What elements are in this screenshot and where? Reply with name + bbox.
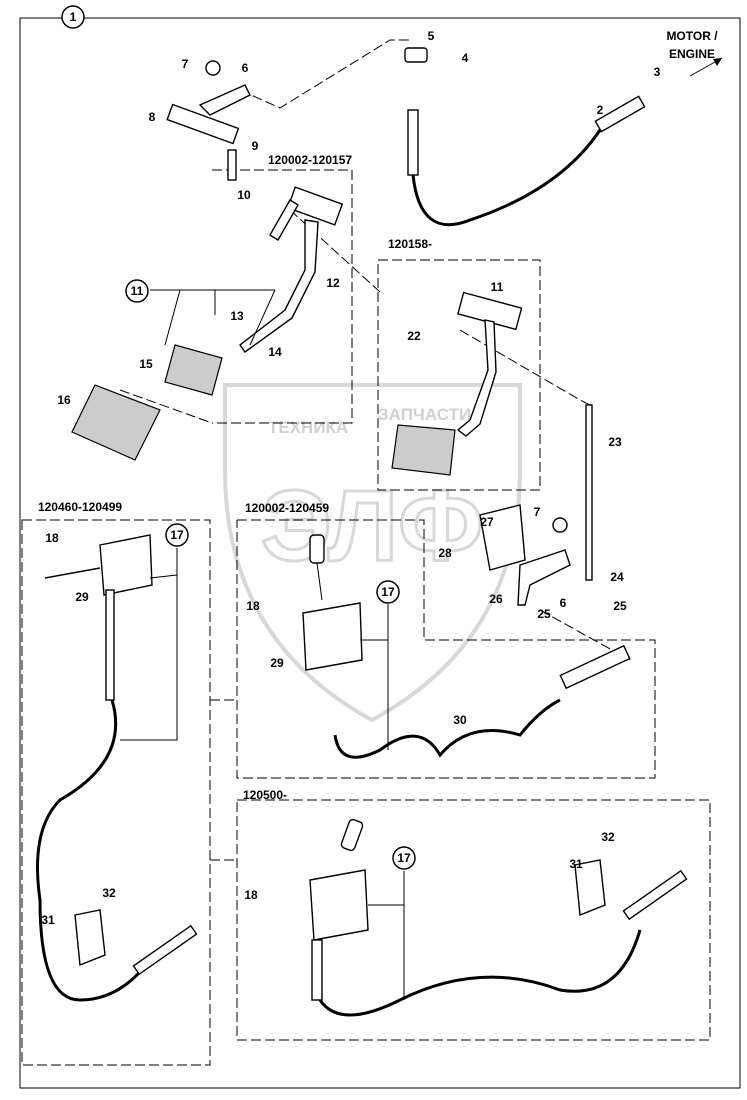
part-callout-14: 14 bbox=[268, 345, 282, 359]
motor-engine-label: ENGINE bbox=[669, 47, 715, 61]
part-callout-25: 25 bbox=[537, 607, 551, 621]
part-callout-29: 29 bbox=[75, 590, 89, 604]
part-callout-6: 6 bbox=[242, 61, 249, 75]
part-pedal-shaft bbox=[166, 60, 251, 181]
part-callout-2: 2 bbox=[597, 103, 604, 117]
part-callout-32: 32 bbox=[102, 886, 116, 900]
motor-engine-label: MOTOR / bbox=[666, 29, 718, 43]
part-callout-24: 24 bbox=[610, 570, 624, 584]
part-callout-23: 23 bbox=[608, 435, 622, 449]
watermark-logo-text: ЭЛФ bbox=[261, 470, 484, 582]
part-callout-32: 32 bbox=[601, 830, 615, 844]
part-lever-29-left bbox=[36, 534, 198, 1002]
leader-17-bottom bbox=[368, 871, 405, 1000]
group-box-120460-120499 bbox=[21, 519, 211, 1066]
part-callout-27: 27 bbox=[480, 515, 494, 529]
group-box-120002-120459 bbox=[236, 519, 656, 779]
arrow-head-icon bbox=[713, 58, 722, 66]
part-callout-7: 7 bbox=[534, 505, 541, 519]
group-box-120500 bbox=[236, 799, 711, 1041]
part-callout-3: 3 bbox=[654, 65, 661, 79]
circled-callout-label: 17 bbox=[170, 528, 184, 542]
part-callout-5: 5 bbox=[428, 29, 435, 43]
callout-circle bbox=[392, 846, 416, 870]
part-callout-7: 7 bbox=[182, 57, 189, 71]
callout-circle bbox=[165, 523, 189, 547]
connection-line bbox=[239, 39, 410, 109]
watermark-text-right: ЗАПЧАСТИ bbox=[378, 405, 471, 424]
serial-range-label: 120002-120459 bbox=[245, 501, 329, 515]
part-callout-22: 22 bbox=[407, 329, 421, 343]
part-callout-16: 16 bbox=[57, 393, 71, 407]
part-callout-13: 13 bbox=[230, 309, 244, 323]
circled-callout-label: 17 bbox=[397, 851, 411, 865]
outer-frame bbox=[19, 17, 741, 1089]
part-bracket-26 bbox=[479, 504, 571, 606]
leader-17-left bbox=[120, 548, 178, 741]
leader-11 bbox=[150, 289, 276, 346]
serial-range-label: 120158- bbox=[388, 237, 432, 251]
connection-line bbox=[119, 389, 213, 424]
part-callout-6: 6 bbox=[560, 596, 567, 610]
circled-callout-label: 1 bbox=[70, 10, 77, 24]
part-lever-29-middle bbox=[302, 534, 631, 759]
group-box-120002-120157 bbox=[212, 169, 353, 424]
part-callout-30: 30 bbox=[453, 713, 467, 727]
part-pedal-11 bbox=[391, 291, 523, 476]
part-callout-29: 29 bbox=[270, 656, 284, 670]
circled-callout-label: 17 bbox=[381, 585, 395, 599]
part-lever-120500 bbox=[309, 818, 688, 1017]
part-callout-15: 15 bbox=[139, 357, 153, 371]
part-callout-26: 26 bbox=[489, 592, 503, 606]
part-callout-18: 18 bbox=[244, 888, 258, 902]
callout-circle bbox=[125, 279, 149, 303]
part-callout-31: 31 bbox=[41, 913, 55, 927]
part-callout-8: 8 bbox=[149, 110, 156, 124]
part-callout-25: 25 bbox=[613, 599, 627, 613]
part-pad-15 bbox=[164, 344, 223, 396]
part-callout-4: 4 bbox=[462, 51, 469, 65]
part-rod-23 bbox=[585, 404, 593, 581]
part-callout-9: 9 bbox=[252, 139, 259, 153]
part-callout-11: 11 bbox=[491, 280, 504, 294]
watermark-logo: ТЕХНИКА ЗАПЧАСТИ ЭЛФ bbox=[223, 383, 522, 723]
watermark-text-left: ТЕХНИКА bbox=[268, 418, 348, 437]
part-callout-31: 31 bbox=[569, 857, 583, 871]
part-callout-12: 12 bbox=[326, 276, 340, 290]
part-cable-2 bbox=[404, 47, 646, 227]
serial-range-label: 120460-120499 bbox=[38, 500, 122, 514]
part-pad-16 bbox=[71, 384, 161, 461]
connection-line bbox=[459, 329, 591, 406]
serial-range-label: 120500- bbox=[243, 788, 287, 802]
serial-range-label: 120002-120157 bbox=[268, 153, 352, 167]
part-callout-10: 10 bbox=[237, 188, 251, 202]
circled-callout-label: 11 bbox=[131, 284, 144, 298]
part-callout-28: 28 bbox=[438, 546, 452, 560]
part-callout-18: 18 bbox=[246, 599, 260, 613]
callout-circle bbox=[376, 580, 400, 604]
callout-circle bbox=[61, 5, 85, 29]
part-pedal-12 bbox=[239, 186, 344, 353]
leader-17-middle bbox=[360, 604, 389, 750]
part-callout-18: 18 bbox=[45, 531, 59, 545]
